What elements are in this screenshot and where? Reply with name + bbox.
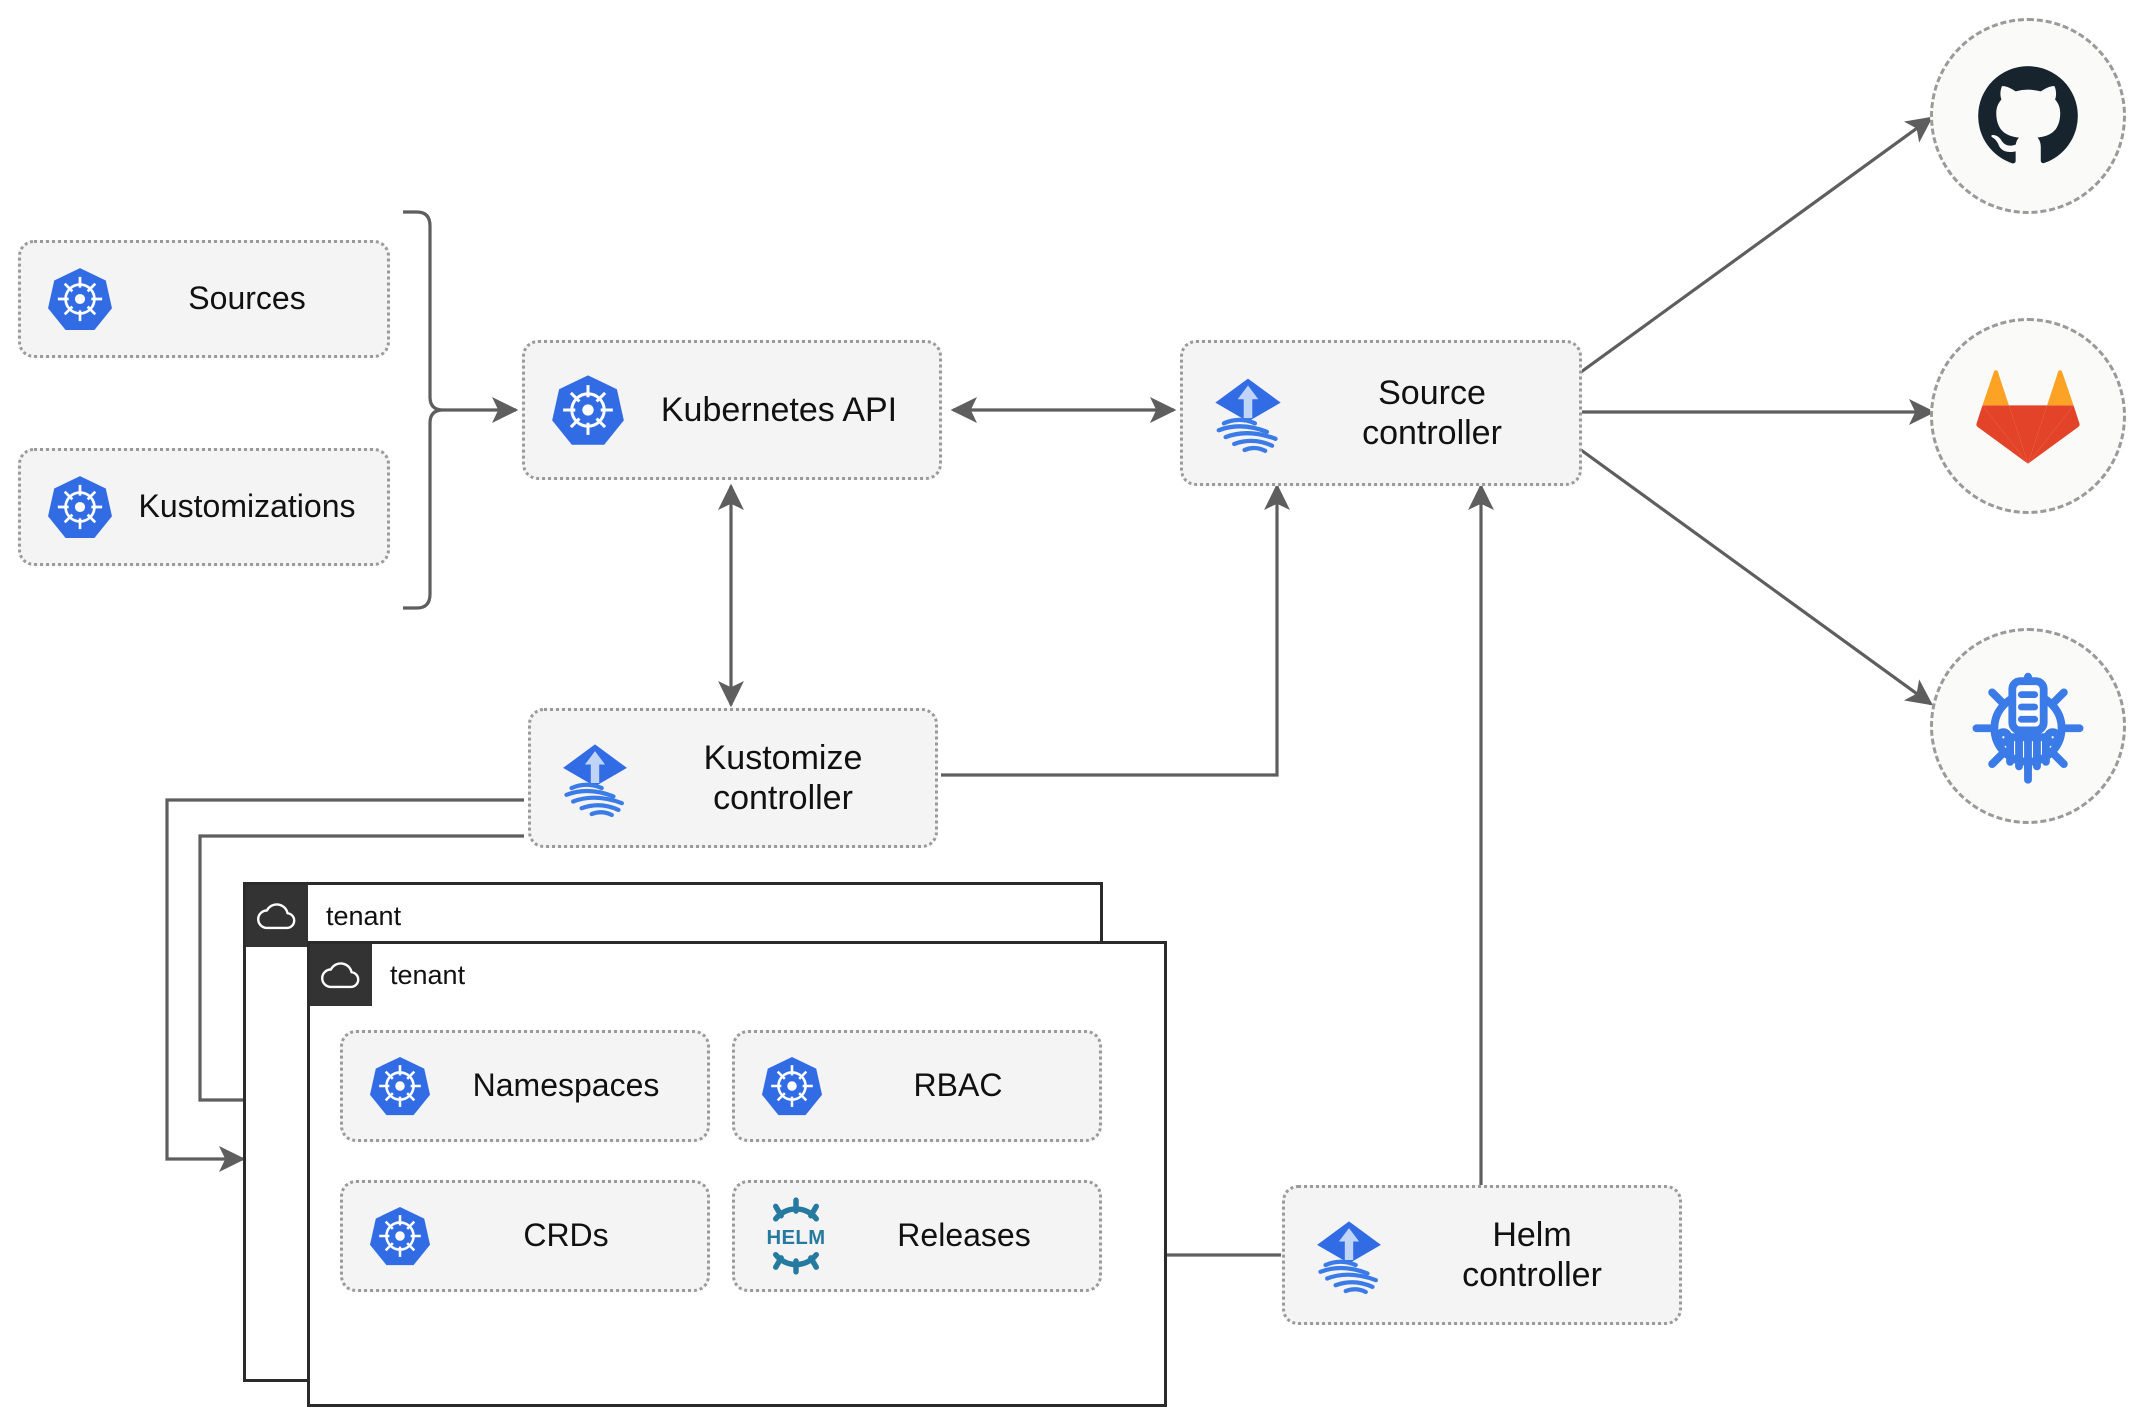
tenant-resource-namespaces[interactable]: Namespaces	[340, 1030, 710, 1142]
tenant-resource-rbac[interactable]: RBAC	[732, 1030, 1102, 1142]
flux-icon	[1205, 370, 1291, 456]
edge-kustomize-to-tenant-outer	[165, 798, 524, 1172]
helm-icon: HELM	[757, 1197, 835, 1275]
group-bracket	[403, 210, 444, 610]
node-label: Helm controller	[1462, 1215, 1602, 1294]
node-helm-controller[interactable]: Helm controller	[1282, 1185, 1682, 1325]
tenant-box-inner[interactable]: tenant	[307, 941, 1167, 1407]
repo-circle-helm-repository[interactable]	[1930, 628, 2126, 824]
tenant-header-inner	[310, 944, 372, 1006]
node-label: Kubernetes API	[660, 390, 898, 429]
edge-source-to-github	[1580, 116, 1933, 374]
node-kubernetes-api[interactable]: Kubernetes API	[522, 340, 942, 480]
node-label: Kustomize controller	[703, 738, 863, 817]
cloud-icon	[319, 960, 363, 990]
repo-circle-gitlab[interactable]	[1930, 318, 2126, 514]
kubernetes-icon	[761, 1055, 823, 1117]
tenant-resource-label: CRDs	[523, 1217, 609, 1254]
kubernetes-icon	[369, 1205, 431, 1267]
tenant-label-inner: tenant	[390, 960, 466, 990]
github-icon	[1976, 64, 2080, 168]
cloud-icon	[255, 901, 299, 931]
helm-chart-repository-icon	[1972, 670, 2084, 784]
resource-label: Kustomizations	[138, 488, 356, 525]
flux-icon	[1307, 1213, 1391, 1297]
kubernetes-icon	[369, 1055, 431, 1117]
kubernetes-icon	[551, 373, 625, 447]
tenant-resource-crds[interactable]: CRDs	[340, 1180, 710, 1292]
resource-chip-sources[interactable]: Sources	[18, 240, 390, 358]
edge-kustomize-to-source	[941, 483, 1290, 777]
node-source-controller[interactable]: Source controller	[1180, 340, 1582, 486]
svg-text:HELM: HELM	[767, 1227, 826, 1249]
kubernetes-icon	[47, 474, 113, 540]
tenant-resource-label: RBAC	[913, 1067, 1003, 1104]
kubernetes-icon	[47, 266, 113, 332]
gitlab-icon	[1975, 366, 2081, 466]
node-label: Source controller	[1362, 373, 1502, 452]
resource-chip-kustomizations[interactable]: Kustomizations	[18, 448, 390, 566]
repo-circle-github[interactable]	[1930, 18, 2126, 214]
tenant-label-outer: tenant	[326, 901, 402, 931]
node-kustomize-controller[interactable]: Kustomize controller	[528, 708, 938, 848]
tenant-header-outer	[246, 885, 308, 947]
edge-source-to-helm-repo	[1580, 448, 1933, 706]
tenant-resource-releases[interactable]: HELM Releases	[732, 1180, 1102, 1292]
resource-label: Sources	[188, 280, 306, 317]
tenant-resource-label: Namespaces	[472, 1067, 660, 1104]
flux-icon	[553, 736, 637, 820]
tenant-resource-label: Releases	[897, 1217, 1031, 1254]
